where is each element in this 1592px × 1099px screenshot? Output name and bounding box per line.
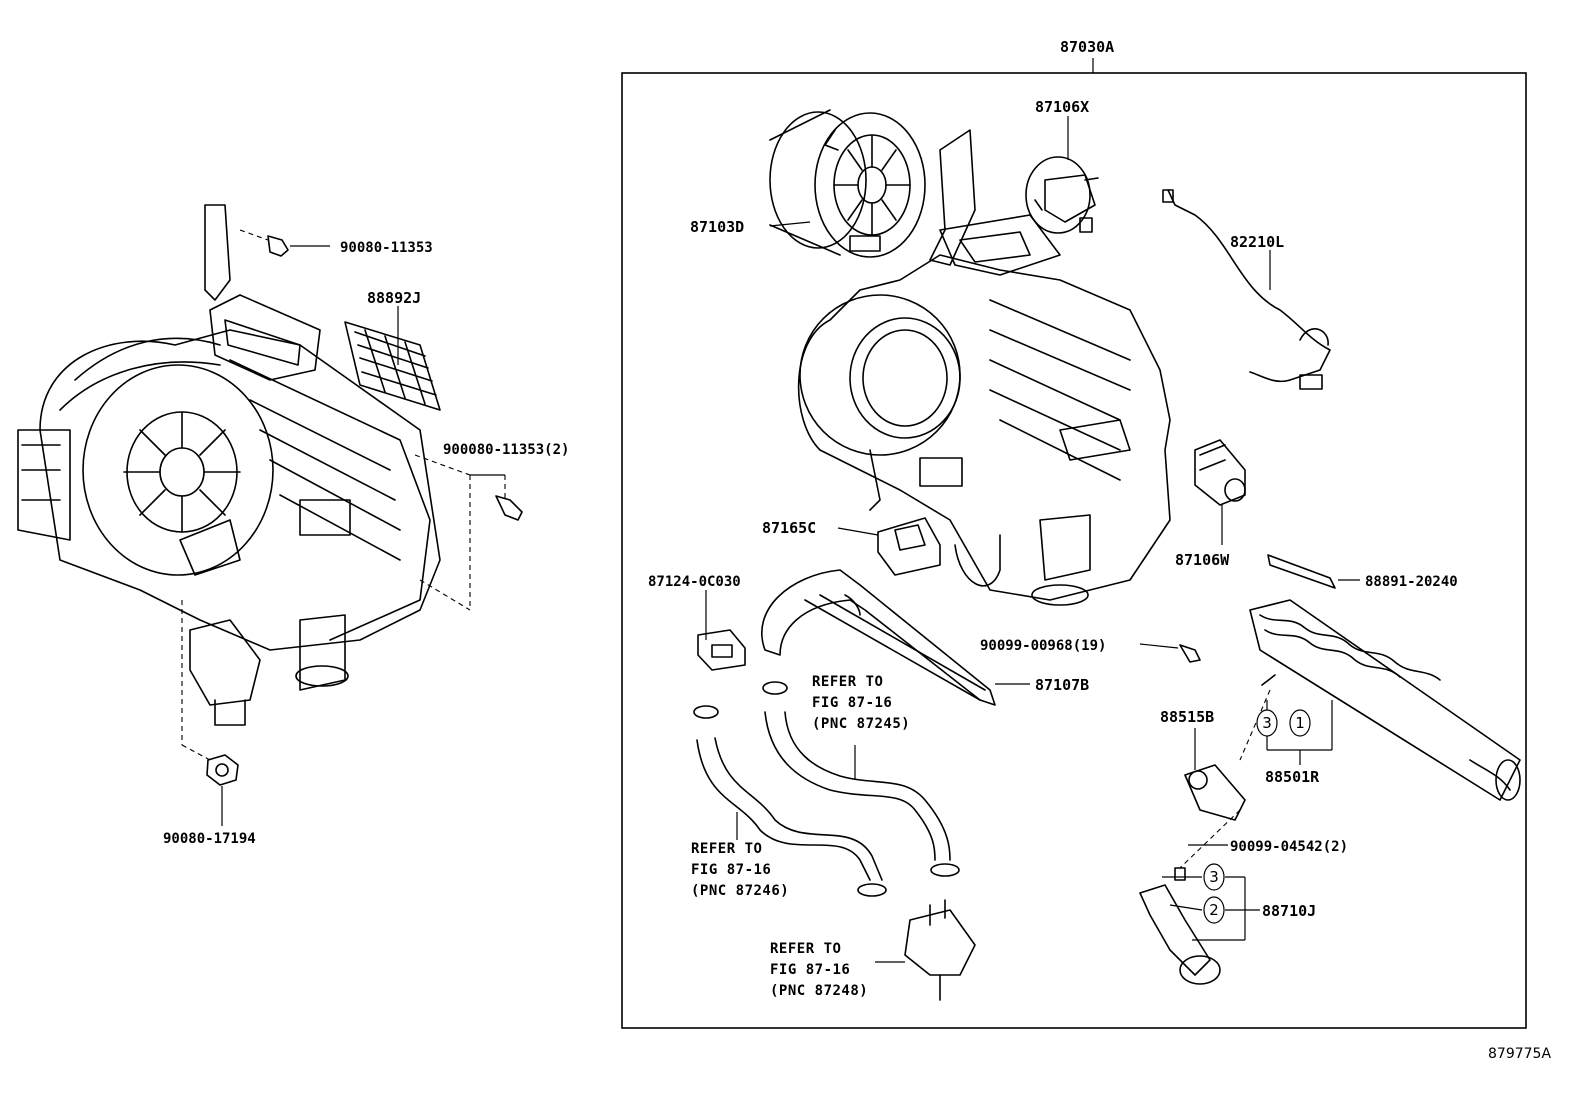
svg-text:REFER TO: REFER TO (770, 941, 841, 957)
label-88710J: 88710J (1262, 902, 1316, 920)
svg-text:REFER TO: REFER TO (812, 674, 883, 690)
label-87106X: 87106X (1035, 98, 1089, 116)
label-87107B: 87107B (1035, 676, 1089, 694)
svg-text:FIG 87-16: FIG 87-16 (770, 962, 850, 978)
callout-2-drain: 2 (1203, 896, 1225, 924)
label-87165C: 87165C (762, 519, 816, 537)
callout-3-drain: 3 (1203, 863, 1225, 891)
svg-text:3: 3 (1262, 714, 1272, 732)
exploded-parts-drawing (693, 109, 1521, 1001)
svg-text:(PNC 87245): (PNC 87245) (812, 716, 910, 732)
label-90099-04542: 90099-04542(2) (1230, 839, 1348, 855)
label-87106W: 87106W (1175, 551, 1230, 569)
figure-id: 879775A (1488, 1046, 1551, 1062)
label-88515B: 88515B (1160, 708, 1214, 726)
svg-text:FIG 87-16: FIG 87-16 (691, 862, 771, 878)
svg-text:FIG 87-16: FIG 87-16 (812, 695, 892, 711)
label-88892J: 88892J (367, 289, 421, 307)
label-87124-0C030: 87124-0C030 (648, 574, 741, 590)
exploded-leaders (705, 116, 1360, 963)
label-90080-17194: 90080-17194 (163, 831, 256, 847)
callout-3-evaporator: 3 (1256, 709, 1278, 737)
label-82210L: 82210L (1230, 233, 1284, 251)
svg-text:REFER TO: REFER TO (691, 841, 762, 857)
label-88501R: 88501R (1265, 768, 1320, 786)
label-90080-11353: 90080-11353 (340, 240, 433, 256)
label-90099-00968: 90099-00968(19) (980, 638, 1106, 654)
svg-text:1: 1 (1295, 714, 1305, 732)
refer-note-87246: REFER TO FIG 87-16 (PNC 87246) (691, 841, 789, 899)
label-88891-20240: 88891-20240 (1365, 574, 1458, 590)
svg-text:3: 3 (1209, 868, 1219, 886)
left-assembly-leaders (181, 229, 506, 826)
refer-note-87245: REFER TO FIG 87-16 (PNC 87245) (812, 674, 910, 732)
refer-note-87248: REFER TO FIG 87-16 (PNC 87248) (770, 941, 868, 999)
exploded-view-frame (621, 72, 1527, 1029)
svg-text:2: 2 (1209, 901, 1219, 919)
label-87030A: 87030A (1060, 38, 1114, 56)
label-87103D: 87103D (690, 218, 744, 236)
svg-text:(PNC 87248): (PNC 87248) (770, 983, 868, 999)
label-900080-11353: 900080-11353(2) (443, 442, 569, 458)
callout-1-evaporator: 1 (1289, 709, 1311, 737)
left-assembly-drawing (17, 204, 523, 786)
svg-text:(PNC 87246): (PNC 87246) (691, 883, 789, 899)
